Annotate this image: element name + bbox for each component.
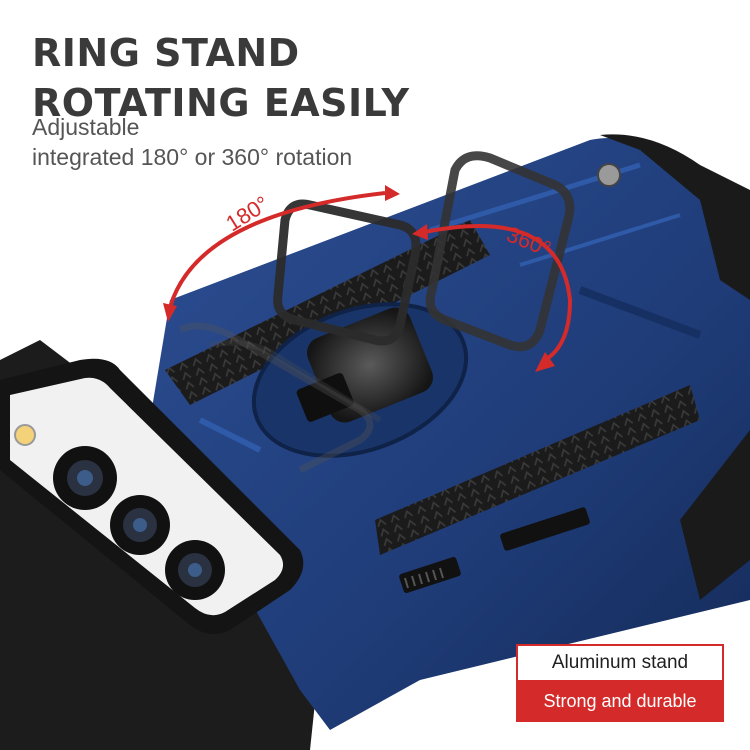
rotate-180-arrow-icon (163, 185, 400, 322)
headline: RING STAND ROTATING EASILY (32, 28, 409, 128)
rotate-360-arrow-icon (412, 224, 573, 372)
headline-line-1: RING STAND (32, 31, 300, 75)
button-ridges (404, 567, 444, 589)
tread-grip-bottom (375, 385, 700, 555)
phone-case-body (150, 138, 750, 730)
badge-aluminum-stand: Aluminum stand (516, 644, 724, 682)
camera-module (0, 358, 304, 634)
headline-line-2: ROTATING EASILY (32, 81, 410, 125)
subtitle-line-2: integrated 180° or 360° rotation (32, 144, 353, 170)
flash-icon (14, 424, 36, 446)
badge-strong-durable: Strong and durable (516, 682, 724, 722)
volume-button (500, 507, 590, 551)
case-side-bumper (600, 134, 750, 300)
feature-badge: Aluminum stand Strong and durable (516, 644, 724, 722)
case-screw (597, 163, 621, 187)
ring-stand-icon (178, 151, 575, 474)
subtitle-line-1: Adjustable (32, 114, 140, 140)
subtitle: Adjustable integrated 180° or 360° rotat… (32, 112, 352, 172)
